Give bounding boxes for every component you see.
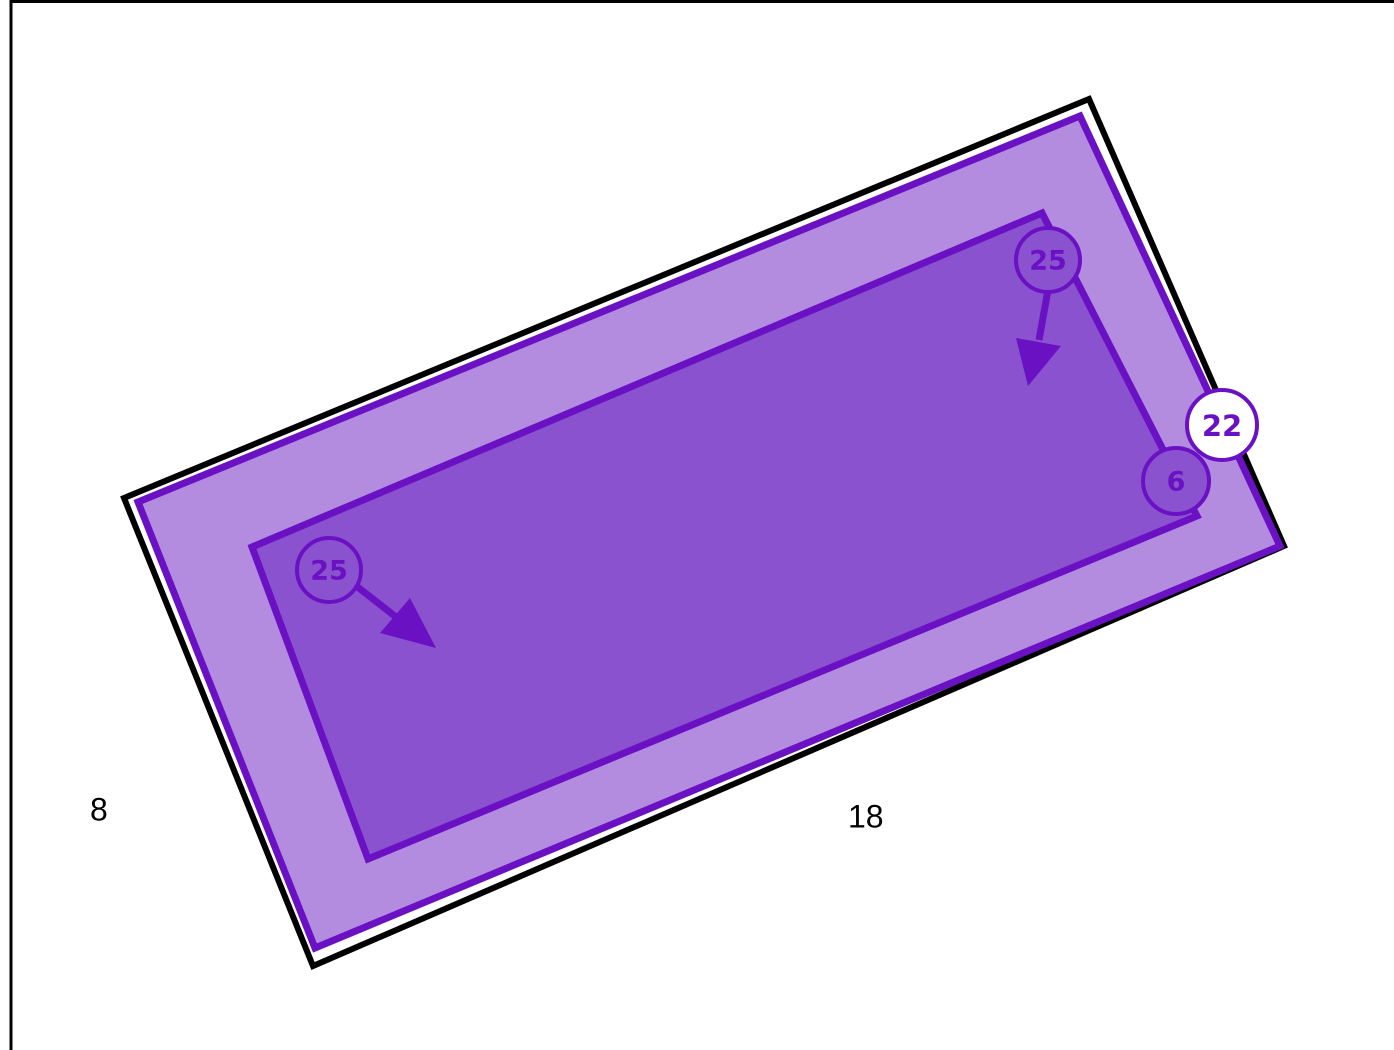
svg-text:25: 25 — [310, 556, 348, 587]
slab-outline — [120, 95, 1288, 970]
svg-text:6: 6 — [1167, 467, 1186, 498]
top-marker-badge: 25 — [1014, 226, 1082, 294]
top-direction-arrow — [1016, 289, 1061, 386]
svg-text:22: 22 — [1202, 409, 1242, 443]
left-marker-badge: 25 — [295, 536, 363, 604]
outer-corner-badge: 22 — [1185, 388, 1259, 462]
inner-corner-badge: 6 — [1141, 446, 1211, 516]
inner-slab-face — [247, 208, 1202, 864]
bottom-dimension-label: 18 — [848, 798, 884, 834]
left-dimension-label: 8 — [90, 791, 108, 827]
left-direction-arrow — [352, 582, 436, 648]
svg-text:25: 25 — [1029, 246, 1067, 277]
